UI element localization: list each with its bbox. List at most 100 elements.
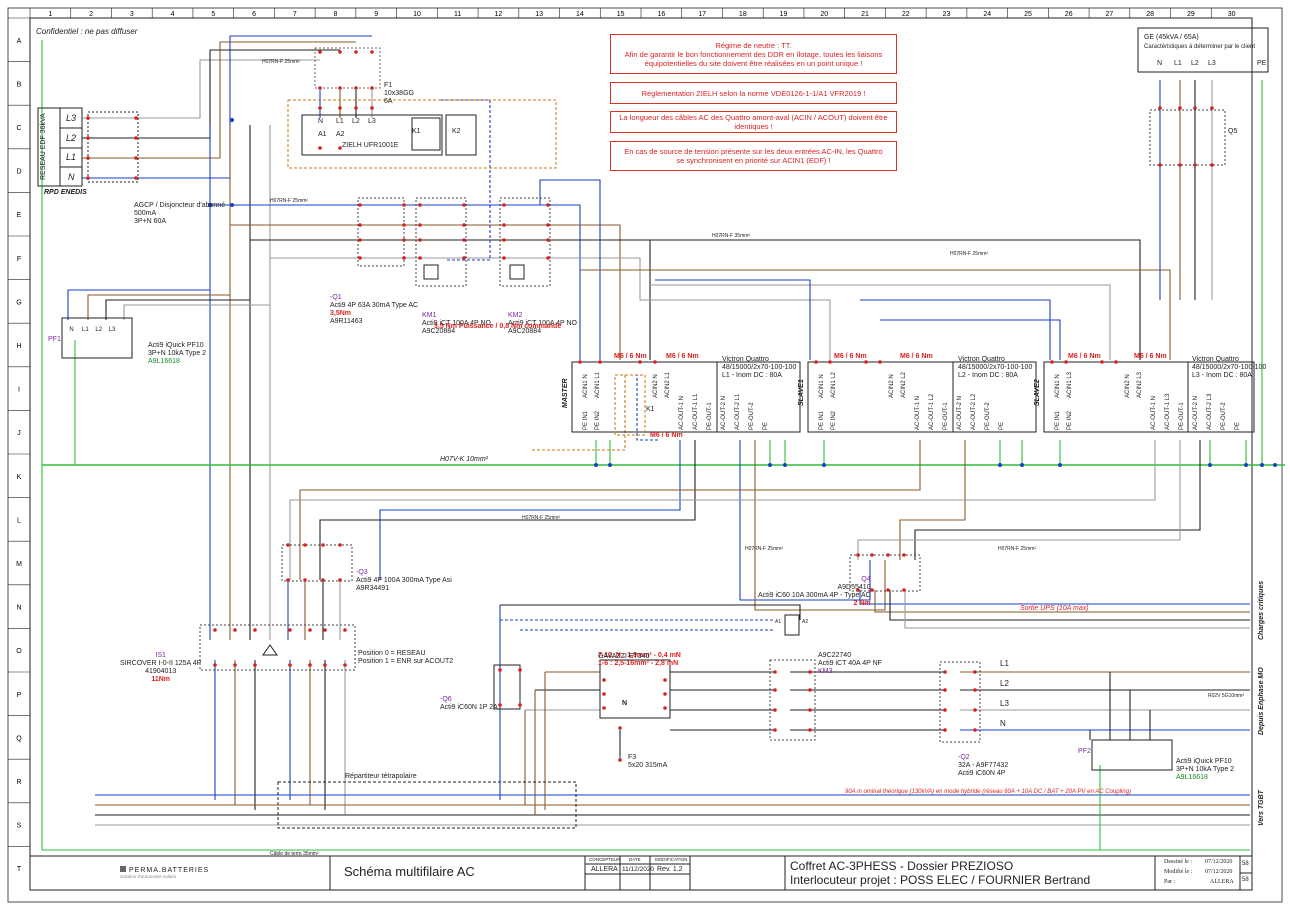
junction-dot [230,203,234,207]
terminal-dot [618,726,622,730]
quattro-out-label: PE-OUT-2 [1221,402,1227,430]
quattro-pe-label: PE IN1 [1055,410,1061,430]
terminal-dot [773,708,777,712]
quattro-terminal-label: ACIN1 N [583,374,589,398]
terminal-dot [1178,106,1182,110]
terminal-dot [323,628,327,632]
ge-term-n: N [1157,60,1163,67]
terminal-dot [462,256,466,260]
pe-bus-label: H07V-K 10mm² [440,456,488,463]
page-number: 58 [1242,861,1249,867]
km3-a1: A1 [775,619,782,625]
terminal-dot [653,360,657,364]
quattro-out-label: AC-OUT-1 L1 [693,393,699,430]
ge-term-l2: L2 [1191,60,1199,67]
quattro-terminal-label: ACIN2 L1 [665,371,671,398]
wiring-layer [41,35,1285,851]
zielh-k2: K2 [452,128,461,135]
terminal-dot [308,628,312,632]
terminal-dot [808,728,812,732]
terminal-dot [943,670,947,674]
zielh-term-l1: L1 [336,118,344,125]
row-letter: C [16,125,21,132]
row-letter: L [17,517,21,524]
terminal-dot [1210,106,1214,110]
junction-dot [783,463,787,467]
zielh-box [301,114,443,156]
terminal-dot [233,663,237,667]
reseau-label: RESEAU EDF 36kVA [40,113,47,180]
note-cable-length: La longueur des câbles AC des Quattro am… [610,111,897,133]
junction-dot [998,463,1002,467]
column-number: 19 [780,11,788,18]
junction-dot [768,463,772,467]
terminal-dot [814,360,818,364]
quattro-pe-label: PE IN1 [583,410,589,430]
terminal-dot [323,663,327,667]
pf2-name: PF2 [1078,748,1091,755]
quattro-pe-label: PE IN1 [819,410,825,430]
quattro-pe-label: PE IN2 [595,410,601,430]
terminal-dot [134,136,138,140]
column-number: 9 [374,11,378,18]
logo-mark [120,866,126,872]
terminal-dot [546,256,550,260]
terminal-dot [902,553,906,557]
cable-label-2: H07RN-F 25mm² [270,198,309,204]
zielh-term-l2: L2 [352,118,360,125]
row-letter: M [16,561,22,568]
terminal-dot [286,578,290,582]
terminal-dot [1210,163,1214,167]
val-by: ALLERA [1210,879,1234,885]
enphase-l1: L1 [1000,659,1009,668]
junction-dot [1208,463,1212,467]
quattro-out-label: AC-OUT-2 L3 [1207,393,1213,430]
terminal-dot [134,176,138,180]
quattro-out-label: AC-OUT-1 N [1151,395,1157,430]
column-number: 16 [657,11,665,18]
column-number: 27 [1106,11,1114,18]
column-number: 15 [617,11,625,18]
terminal-dot [1064,360,1068,364]
terminal-dot [973,688,977,692]
terminal-dot [86,116,90,120]
km-torque: 3,5 Nm Puissance / 0,8 Nm commande [434,323,562,330]
terminal-dot [288,663,292,667]
pf1-name: PF1 [48,336,61,343]
quattro-out-label: AC-OUT-1 L3 [1165,393,1171,430]
quattro-terminal-label: ACIN2 N [889,374,895,398]
column-number: 21 [861,11,869,18]
row-letter: P [17,692,22,699]
terminal-dot [870,553,874,557]
junction-dot [1244,463,1248,467]
ge-term-l1: L1 [1174,60,1182,67]
km3-a2: A2 [802,619,809,625]
column-number: 1 [48,11,52,18]
quattro-out-label: PE-OUT-1 [1179,402,1185,430]
terminal-dot [318,50,322,54]
quattro-out-label: PE [999,421,1005,430]
terminal-dot [943,688,947,692]
th-modification: MODIFICATION [655,857,688,862]
terminal-dot [773,728,777,732]
terminal-dot [808,670,812,674]
cable-label-8: R02V 5G10mm² [1208,693,1245,699]
terminal-dot [663,678,667,682]
confidential-note: Confidentiel : ne pas diffuser [36,27,138,36]
project-contact: Interlocuteur projet : POSS ELEC / FOURN… [790,873,1091,887]
column-number: 29 [1187,11,1195,18]
row-letter: E [17,212,22,219]
terminal-dot [318,86,322,90]
column-number: 5 [211,11,215,18]
quattro-slave1-role: SLAVE1 [798,379,805,406]
phase-n: N [68,172,75,182]
junction-dot [1058,463,1062,467]
row-letter: S [17,823,22,830]
terminal-dot [773,688,777,692]
terminal-dot [518,703,522,707]
